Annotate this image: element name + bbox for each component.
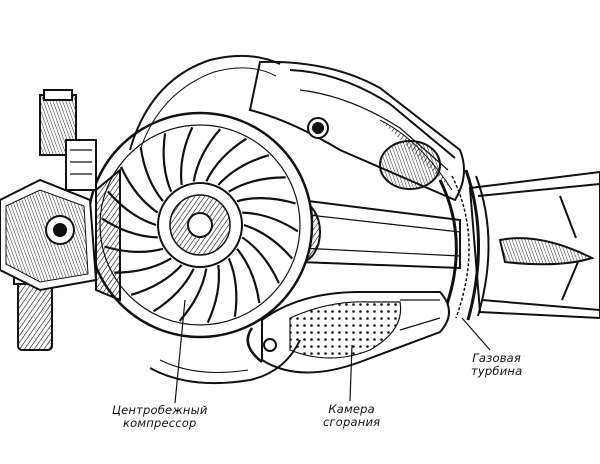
compressor-vane bbox=[242, 211, 299, 233]
combustion-chamber bbox=[246, 291, 450, 374]
turbine-leader bbox=[461, 317, 491, 351]
compressor-vane bbox=[236, 197, 296, 205]
exhaust-nozzle bbox=[464, 169, 600, 321]
compressor-vane bbox=[227, 257, 238, 317]
compressor-vane bbox=[130, 264, 183, 296]
label-centrifugal-compressor: Центробежный компрессор bbox=[112, 404, 208, 430]
label-compressor-line2: компрессор bbox=[123, 416, 197, 430]
chamber-leader bbox=[349, 344, 353, 402]
label-chamber-line1: Камера bbox=[328, 402, 375, 416]
compressor-vane bbox=[205, 137, 247, 182]
compressor-vane bbox=[236, 248, 261, 304]
accessory-gearbox bbox=[0, 89, 121, 351]
compressor-leader bbox=[174, 299, 186, 404]
compressor-vane bbox=[241, 236, 280, 284]
label-chamber-line2: сгорания bbox=[323, 415, 381, 429]
compressor-vane bbox=[228, 176, 286, 193]
label-turbine-line1: Газовая bbox=[472, 351, 522, 365]
compressor-housing bbox=[129, 54, 301, 385]
compressor-vane bbox=[162, 133, 173, 193]
compressor-vane bbox=[192, 128, 222, 182]
compressor-vane bbox=[206, 264, 220, 324]
label-compressor-line1: Центробежный bbox=[112, 403, 208, 417]
compressor-vane bbox=[217, 154, 270, 186]
compressor-vane bbox=[120, 166, 159, 214]
leader-lines bbox=[174, 299, 491, 404]
label-turbine-line2: турбина bbox=[471, 364, 523, 378]
label-gas-turbine: Газовая турбина bbox=[471, 352, 522, 378]
compressor-vane bbox=[243, 223, 293, 260]
label-combustion-chamber: Камера сгорания bbox=[323, 403, 380, 429]
compressor-vane bbox=[153, 268, 195, 313]
upper-casing bbox=[248, 60, 465, 202]
compressor-vane bbox=[139, 146, 164, 202]
centrifugal-compressor bbox=[86, 111, 314, 339]
compressor-vane bbox=[180, 126, 194, 186]
